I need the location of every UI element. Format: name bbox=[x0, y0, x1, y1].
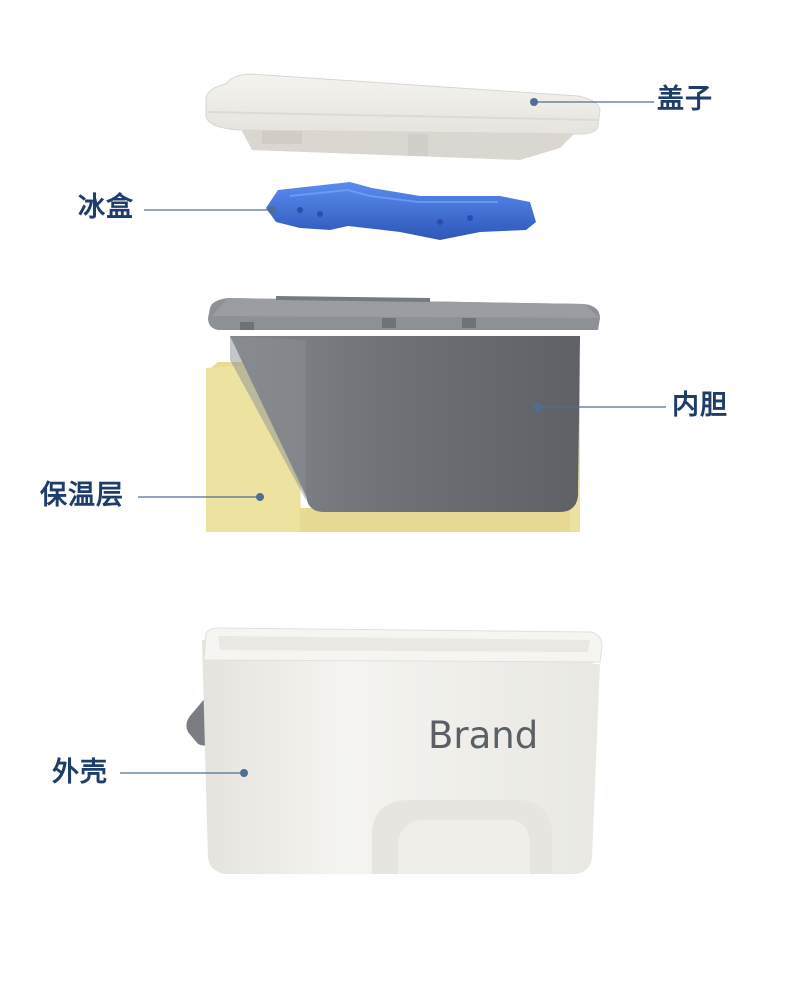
label-lid: 盖子 bbox=[657, 84, 713, 115]
brand-logo-text: Brand bbox=[428, 714, 538, 757]
outer-shell-part: Brand bbox=[186, 627, 603, 874]
leader-dots bbox=[240, 98, 542, 777]
lid-part bbox=[205, 73, 601, 160]
label-insulation: 保温层 bbox=[40, 480, 124, 511]
inner-liner-part bbox=[208, 296, 600, 512]
leader-dot-lid bbox=[530, 98, 538, 106]
leader-dot-outer-shell bbox=[240, 769, 248, 777]
leader-dot-ice-box bbox=[268, 206, 276, 214]
label-inner-liner: 内胆 bbox=[672, 390, 728, 421]
label-ice-box: 冰盒 bbox=[78, 192, 134, 223]
ice-pack-part bbox=[266, 182, 536, 240]
leader-dot-inner-liner bbox=[534, 403, 542, 411]
label-outer-shell: 外壳 bbox=[52, 757, 108, 788]
leader-dot-insulation bbox=[256, 493, 264, 501]
leader-lines bbox=[120, 101, 666, 774]
